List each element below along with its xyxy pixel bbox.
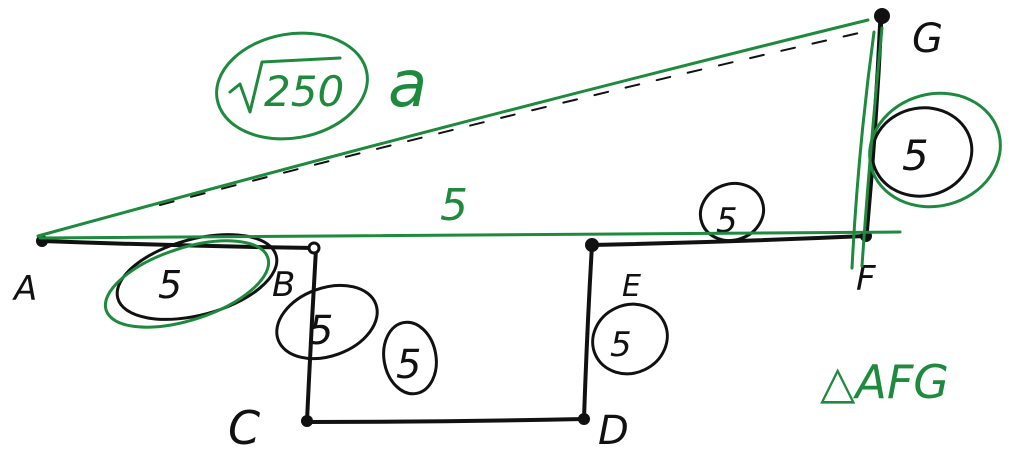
length-bc: 5 [308,308,333,354]
sqrt-sign [228,56,342,114]
loop-fg [870,106,974,198]
label-c: C [228,401,260,449]
label-a: A [12,269,37,309]
loop-cd [382,320,438,396]
point-b [307,241,321,255]
label-b: B [272,265,295,305]
loop-ef [698,182,766,242]
length-ab: 5 [158,263,182,307]
loop-de [591,302,669,376]
loop-sqrt [215,31,369,141]
loop-bc [275,283,379,361]
length-fg: 5 [902,131,929,180]
segment-ab [40,239,316,250]
length-af: 5 [440,180,468,231]
segment-de [582,243,594,421]
length-ef: 5 [716,201,738,241]
sqrt-value: 250 [264,67,344,116]
point-d [578,413,590,425]
segment-ag-dashed [159,29,873,206]
segment-af-green [38,230,902,240]
sqrt-unit: a [388,48,427,122]
segment-ag-green [36,18,870,238]
label-f: F [856,259,876,299]
segment-fg-green-2 [860,26,884,268]
triangle-annotation: △AFG [820,355,949,409]
loop-fg-green [868,91,1002,209]
point-e [585,238,599,252]
label-d: D [598,408,629,449]
segment-bc [305,247,318,423]
label-g: G [912,16,943,62]
loop-ab-green [103,239,271,329]
point-c [301,415,313,427]
segment-cd [305,417,586,424]
length-de: 5 [610,325,632,365]
label-e: E [622,269,641,304]
point-g [874,8,890,24]
length-cd: 5 [396,342,421,388]
segment-fg-green-1 [850,30,876,270]
